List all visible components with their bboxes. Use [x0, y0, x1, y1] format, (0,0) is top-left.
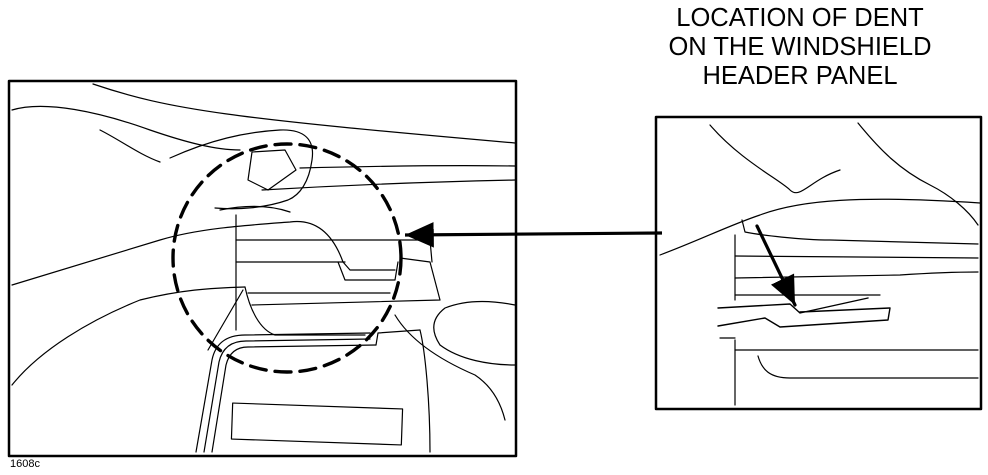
- left-frame: [7, 79, 518, 458]
- dent-highlight-circle: [171, 142, 403, 374]
- callout-line-1: LOCATION OF DENT: [676, 4, 924, 32]
- pointer-arrow: [404, 221, 663, 248]
- callout-line-3: HEADER PANEL: [702, 62, 898, 90]
- right-frame: [654, 115, 983, 411]
- right-detail-view: [654, 115, 983, 411]
- callout-line-2: ON THE WINDSHIELD: [668, 33, 932, 61]
- figure-code: 1608c: [10, 458, 40, 470]
- callout-label: LOCATION OF DENT ON THE WINDSHIELD HEADE…: [612, 4, 988, 91]
- left-detail-view: [7, 79, 518, 458]
- dent-pointer-arrow: [755, 224, 797, 307]
